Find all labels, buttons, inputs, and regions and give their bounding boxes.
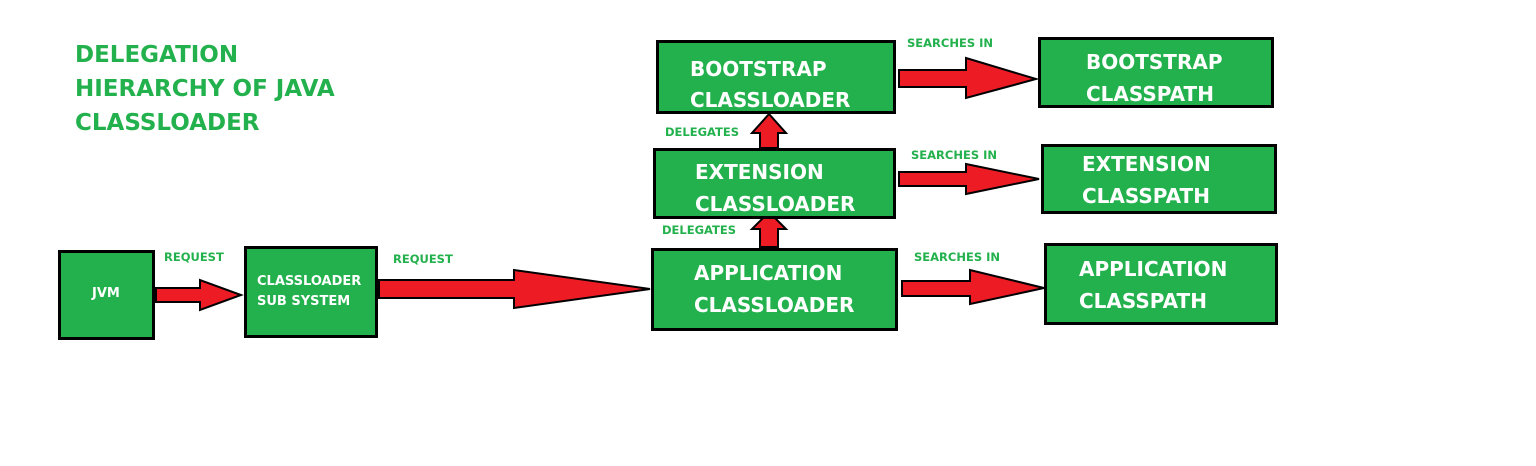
- arrow-extension-to-bootstrap: [749, 112, 789, 149]
- subsystem-label-line-1: CLASSLOADER: [257, 274, 362, 289]
- searches-in-bootstrap-label: SEARCHES IN: [907, 36, 994, 50]
- arrow-extension-loader-to-path: [898, 162, 1040, 196]
- title-line-1: DELEGATION: [75, 42, 239, 68]
- application-loader-label-line-2: CLASSLOADER: [694, 293, 855, 317]
- diagram-title: DELEGATION HIERARCHY OF JAVA CLASSLOADER: [75, 38, 335, 140]
- arrow-bootstrap-loader-to-path: [898, 56, 1040, 100]
- jvm-label: JVM: [92, 286, 120, 301]
- bootstrap-loader-label-line-2: CLASSLOADER: [690, 88, 851, 112]
- jvm-box: JVM: [58, 250, 155, 340]
- application-classpath-box: APPLICATION CLASSPATH: [1044, 243, 1278, 325]
- application-path-label-line-2: CLASSPATH: [1079, 289, 1207, 313]
- arrow-application-to-extension: [749, 210, 789, 248]
- title-line-3: CLASSLOADER: [75, 110, 260, 136]
- searches-in-application-label: SEARCHES IN: [914, 250, 1001, 264]
- extension-classpath-box: EXTENSION CLASSPATH: [1041, 144, 1277, 214]
- request-label-2: REQUEST: [393, 252, 453, 266]
- application-loader-label-line-1: APPLICATION: [694, 261, 843, 285]
- arrow-jvm-to-subsystem: [155, 278, 244, 312]
- arrow-subsystem-to-application: [378, 268, 651, 310]
- delegates-label-1: DELEGATES: [665, 125, 740, 139]
- arrow-application-loader-to-path: [901, 268, 1045, 306]
- searches-in-extension-label: SEARCHES IN: [911, 148, 998, 162]
- delegates-label-2: DELEGATES: [662, 223, 737, 237]
- title-line-2: HIERARCHY OF JAVA: [75, 76, 335, 102]
- subsystem-label-line-2: SUB SYSTEM: [257, 294, 351, 309]
- application-classloader-box: APPLICATION CLASSLOADER: [651, 248, 898, 331]
- extension-loader-label-line-2: CLASSLOADER: [695, 192, 856, 216]
- extension-classloader-box: EXTENSION CLASSLOADER: [653, 148, 896, 219]
- extension-loader-label-line-1: EXTENSION: [695, 160, 824, 184]
- application-path-label-line-1: APPLICATION: [1079, 257, 1228, 281]
- request-label-1: REQUEST: [164, 250, 224, 264]
- bootstrap-classloader-box: BOOTSTRAP CLASSLOADER: [656, 40, 896, 114]
- bootstrap-path-label-line-1: BOOTSTRAP: [1086, 50, 1223, 74]
- bootstrap-path-label-line-2: CLASSPATH: [1086, 82, 1214, 106]
- extension-path-label-line-2: CLASSPATH: [1082, 184, 1210, 208]
- classloader-subsystem-box: CLASSLOADER SUB SYSTEM: [244, 246, 378, 338]
- bootstrap-loader-label-line-1: BOOTSTRAP: [690, 57, 827, 81]
- extension-path-label-line-1: EXTENSION: [1082, 152, 1211, 176]
- bootstrap-classpath-box: BOOTSTRAP CLASSPATH: [1038, 37, 1274, 108]
